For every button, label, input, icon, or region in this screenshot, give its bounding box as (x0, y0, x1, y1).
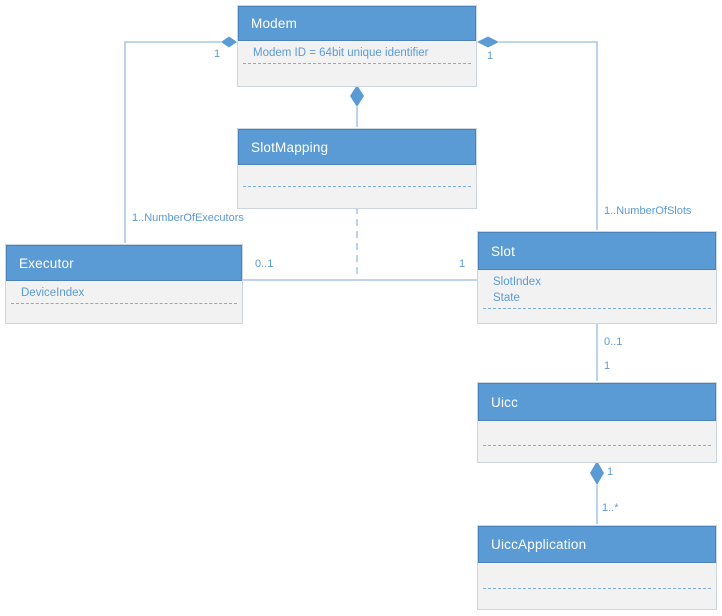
class-modem-name: Modem (251, 16, 298, 31)
multiplicity-modem-slot-modem-end: 1 (487, 50, 494, 62)
class-uicc-name: Uicc (491, 394, 519, 410)
attribute-separator (483, 308, 711, 309)
class-modem-attribute: Modem ID = 64bit unique identifier (253, 47, 429, 59)
class-executor-body: DeviceIndex (6, 281, 242, 323)
multiplicity-slot-uicc-slot-end: 0..1 (604, 336, 623, 348)
multiplicity-executor-slot-executor-end: 0..1 (255, 258, 274, 270)
class-uicc-body (478, 421, 716, 462)
class-uiccapplication-name: UiccApplication (491, 537, 587, 552)
multiplicity-uicc-application-application-end: 1..* (602, 502, 619, 514)
class-modem-header: Modem (238, 6, 476, 41)
class-executor-header: Executor (6, 245, 242, 281)
multiplicity-uicc-application-uicc-end: 1 (607, 466, 614, 478)
class-executor-attribute: DeviceIndex (21, 287, 85, 299)
modem-executor-connector[interactable] (124, 41, 221, 243)
class-slot-attribute: SlotIndex (493, 276, 541, 288)
class-uicc[interactable]: Uicc (477, 382, 717, 463)
class-slot-body: SlotIndex State (478, 270, 716, 323)
class-slot[interactable]: Slot SlotIndex State (477, 231, 717, 324)
class-executor-name: Executor (19, 255, 74, 271)
class-executor[interactable]: Executor DeviceIndex (5, 244, 243, 324)
class-modem[interactable]: Modem Modem ID = 64bit unique identifier (237, 5, 477, 87)
multiplicity-modem-executor-executor-end: 1..NumberOfExecutors (132, 212, 244, 224)
class-modem-body: Modem ID = 64bit unique identifier (238, 41, 476, 86)
class-uicc-header: Uicc (478, 383, 716, 421)
class-slotmapping[interactable]: SlotMapping (237, 128, 477, 209)
class-uiccapplication-body (478, 563, 716, 609)
class-slot-header: Slot (478, 232, 716, 270)
class-uiccapplication-header: UiccApplication (478, 526, 716, 563)
attribute-separator (11, 303, 237, 304)
class-uiccapplication[interactable]: UiccApplication (477, 525, 717, 610)
attribute-separator (243, 63, 471, 64)
modem-slot-connector[interactable] (499, 41, 598, 230)
multiplicity-modem-executor-modem-end: 1 (214, 48, 221, 60)
uicc-uiccapplication-aggregation-diamond-icon[interactable] (590, 461, 604, 485)
modem-executor-aggregation-diamond-icon[interactable] (221, 36, 237, 48)
class-slot-name: Slot (491, 243, 516, 259)
modem-slot-aggregation-diamond-icon[interactable] (477, 36, 499, 48)
class-slotmapping-body (238, 165, 476, 208)
attribute-separator (483, 588, 711, 589)
class-slotmapping-name: SlotMapping (251, 139, 329, 155)
multiplicity-slot-uicc-uicc-end: 1 (604, 360, 611, 372)
attribute-separator (483, 445, 711, 446)
attribute-separator (243, 186, 471, 187)
class-slotmapping-header: SlotMapping (238, 129, 476, 165)
multiplicity-modem-slot-slot-end: 1..NumberOfSlots (604, 205, 692, 217)
multiplicity-executor-slot-slot-end: 1 (459, 258, 466, 270)
class-slot-attribute: State (493, 292, 520, 304)
modem-slotmapping-aggregation-diamond-icon[interactable] (350, 85, 364, 107)
